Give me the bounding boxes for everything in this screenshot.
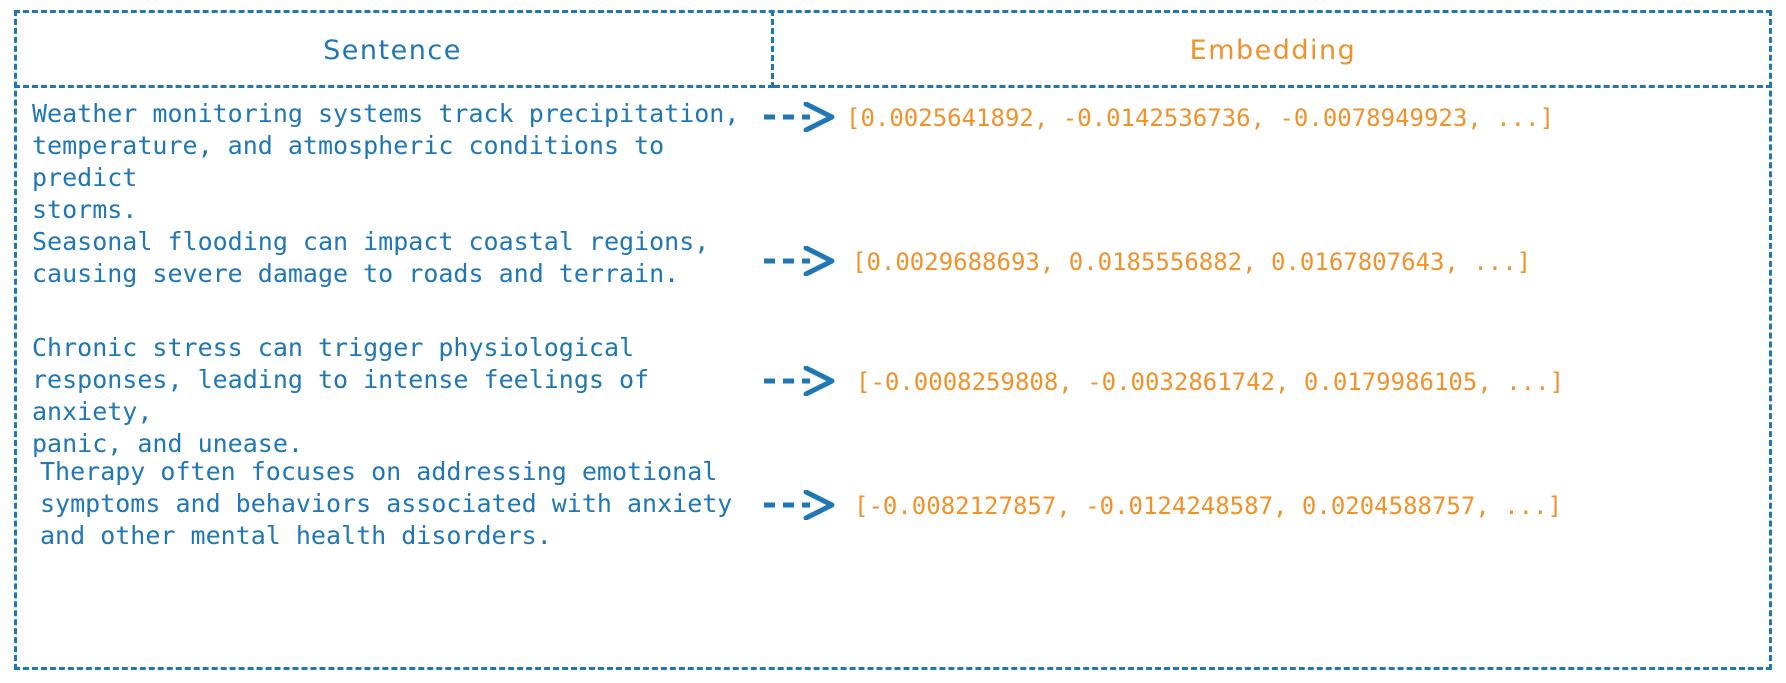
dashed-arrow-icon	[754, 102, 846, 132]
sentence-cell: Therapy often focuses on addressing emot…	[40, 457, 733, 550]
table-row: Chronic stress can trigger physiological…	[14, 332, 1772, 458]
embedding-vector-cell: [0.0025641892, -0.0142536736, -0.0078949…	[846, 104, 1555, 132]
embedding-column-header: Embedding	[774, 10, 1772, 88]
table-row: Weather monitoring systems track precipi…	[14, 98, 1772, 224]
dashed-arrow-icon	[754, 246, 846, 276]
embedding-vector-cell: [-0.0082127857, -0.0124248587, 0.0204588…	[854, 492, 1563, 520]
sentence-cell: Chronic stress can trigger physiological…	[32, 333, 650, 458]
sentence-column-header: Sentence	[14, 10, 774, 88]
table-header-row: Sentence Embedding	[14, 10, 1772, 88]
table-body: Weather monitoring systems track precipi…	[14, 88, 1772, 670]
embedding-vector-cell: [-0.0008259808, -0.0032861742, 0.0179986…	[856, 368, 1565, 396]
table-outer-border	[14, 10, 1772, 670]
embedding-vector-cell: [0.0029688693, 0.0185556882, 0.016780764…	[852, 248, 1532, 276]
table-row: Seasonal flooding can impact coastal reg…	[14, 226, 1772, 324]
dashed-arrow-icon	[754, 490, 846, 520]
dashed-arrow-icon	[754, 366, 846, 396]
sentence-cell: Weather monitoring systems track precipi…	[32, 99, 740, 224]
sentence-cell: Seasonal flooding can impact coastal reg…	[32, 227, 710, 288]
embedding-column-label: Embedding	[1189, 35, 1357, 66]
sentence-column-label: Sentence	[323, 35, 462, 66]
table-row: Therapy often focuses on addressing emot…	[14, 456, 1772, 586]
